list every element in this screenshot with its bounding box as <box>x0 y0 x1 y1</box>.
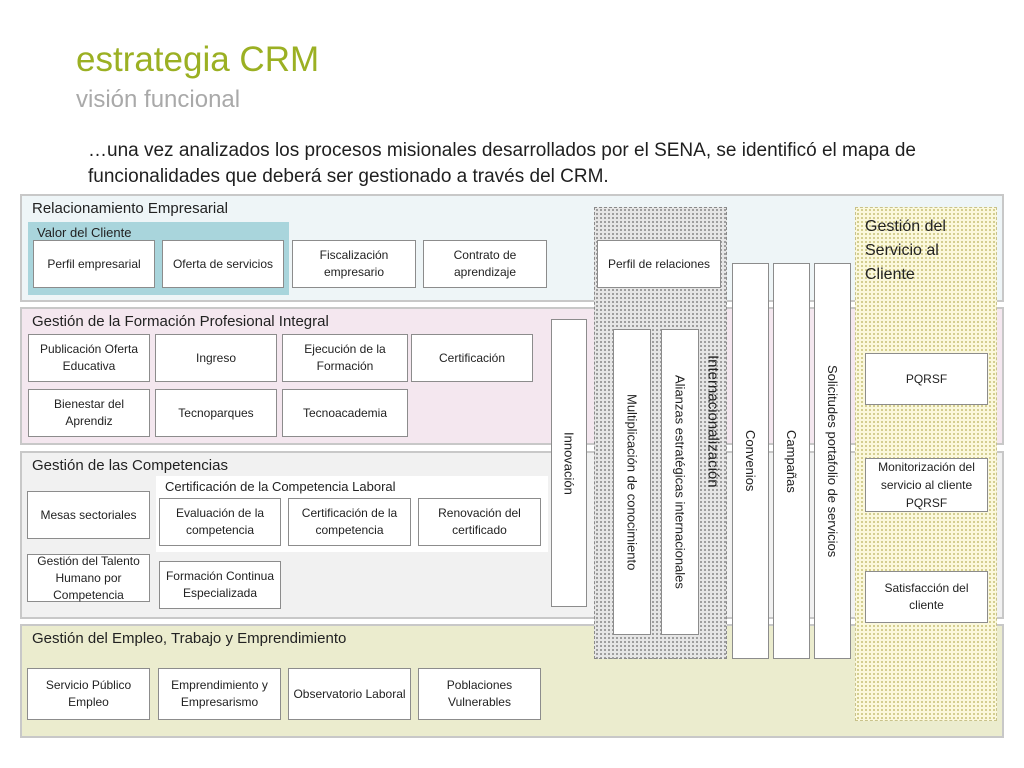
box-renovacion-certificado[interactable]: Renovación del certificado <box>418 498 541 546</box>
servicio-cliente-title: Gestión del Servicio al Cliente <box>865 218 946 283</box>
box-talento-humano[interactable]: Gestión del Talento Humano por Competenc… <box>27 554 150 602</box>
section-title: Relacionamiento Empresarial <box>32 200 228 217</box>
vbox-solicitudes-portafolio[interactable]: Solicitudes portafolio de servicios <box>814 263 851 659</box>
internacionalizacion-title: Internacionalización <box>704 355 722 488</box>
box-tecnoacademia[interactable]: Tecnoacademia <box>282 389 408 437</box>
box-formacion-continua[interactable]: Formación Continua Especializada <box>159 561 281 609</box>
vbox-convenios[interactable]: Convenios <box>732 263 769 659</box>
vbox-campanas[interactable]: Campañas <box>773 263 810 659</box>
vbox-innovacion[interactable]: Innovación <box>551 319 587 607</box>
box-evaluacion-competencia[interactable]: Evaluación de la competencia <box>159 498 281 546</box>
box-mesas-sectoriales[interactable]: Mesas sectoriales <box>27 491 150 539</box>
intro-text: …una vez analizados los procesos misiona… <box>88 140 916 187</box>
box-oferta-servicios[interactable]: Oferta de servicios <box>162 240 284 288</box>
vbox-label: Solicitudes portafolio de servicios <box>825 364 840 558</box>
box-perfil-empresarial[interactable]: Perfil empresarial <box>33 240 155 288</box>
page-subtitle: visión funcional <box>76 86 241 113</box>
vbox-label: Alianzas estratégicas internacionales <box>672 375 688 589</box>
valor-cliente-title: Valor del Cliente <box>37 225 132 240</box>
vbox-multiplicacion-conocimiento[interactable]: Multiplicación de conocimiento <box>613 329 651 635</box>
vbox-label: Innovación <box>561 431 577 495</box>
vbox-label: Multiplicación de conocimiento <box>624 393 640 571</box>
vbox-label: Convenios <box>743 430 758 492</box>
box-monitorizacion[interactable]: Monitorización del servicio al cliente P… <box>865 458 988 512</box>
box-poblaciones-vulnerables[interactable]: Poblaciones Vulnerables <box>418 668 541 720</box>
box-certificacion[interactable]: Certificación <box>411 334 533 382</box>
box-certificacion-competencia[interactable]: Certificación de la competencia <box>288 498 411 546</box>
box-emprendimiento[interactable]: Emprendimiento y Empresarismo <box>158 668 281 720</box>
box-perfil-relaciones[interactable]: Perfil de relaciones <box>597 240 721 288</box>
section-title: Gestión de la Formación Profesional Inte… <box>32 313 329 330</box>
section-title: Gestión de las Competencias <box>32 457 228 474</box>
box-tecnoparques[interactable]: Tecnoparques <box>155 389 277 437</box>
box-contrato-aprendizaje[interactable]: Contrato de aprendizaje <box>423 240 547 288</box>
box-satisfaccion-cliente[interactable]: Satisfacción del cliente <box>865 571 988 623</box>
page-title: estrategia CRM <box>76 40 320 79</box>
vbox-alianzas-estrategicas[interactable]: Alianzas estratégicas internacionales <box>661 329 699 635</box>
box-observatorio-laboral[interactable]: Observatorio Laboral <box>288 668 411 720</box>
box-publicacion-oferta[interactable]: Publicación Oferta Educativa <box>28 334 150 382</box>
box-ejecucion-formacion[interactable]: Ejecución de la Formación <box>282 334 408 382</box>
vbox-label: Campañas <box>784 429 799 493</box>
box-fiscalizacion[interactable]: Fiscalización empresario <box>292 240 416 288</box>
box-bienestar-aprendiz[interactable]: Bienestar del Aprendiz <box>28 389 150 437</box>
section-title: Gestión del Empleo, Trabajo y Emprendimi… <box>32 630 347 647</box>
box-ingreso[interactable]: Ingreso <box>155 334 277 382</box>
box-servicio-publico-empleo[interactable]: Servicio Público Empleo <box>27 668 150 720</box>
box-pqrsf[interactable]: PQRSF <box>865 353 988 405</box>
certificacion-competencia-title: Certificación de la Competencia Laboral <box>165 479 396 494</box>
